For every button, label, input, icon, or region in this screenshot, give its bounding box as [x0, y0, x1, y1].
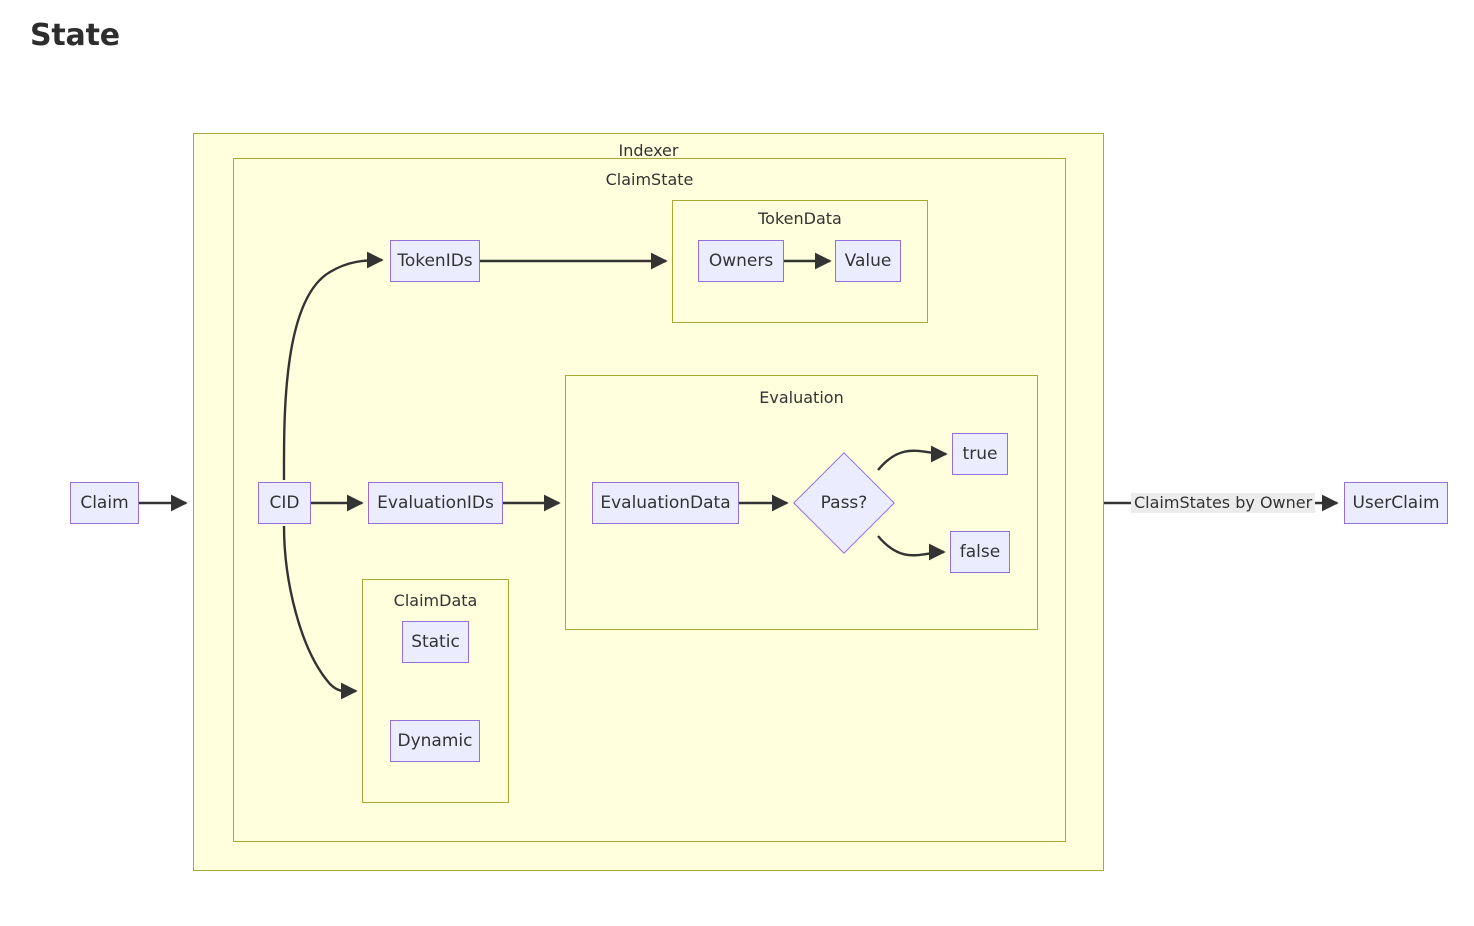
node-static[interactable]: Static [402, 621, 469, 663]
edge-cid-to-claimdata [282, 525, 358, 700]
node-true[interactable]: true [952, 433, 1008, 475]
node-pass-decision[interactable]: Pass? [793, 452, 895, 554]
node-tokenids[interactable]: TokenIDs [390, 240, 480, 282]
cluster-label-indexer: Indexer [618, 141, 679, 160]
node-evaluationdata[interactable]: EvaluationData [592, 482, 739, 524]
node-owners[interactable]: Owners [698, 240, 784, 282]
cluster-label-tokendata: TokenData [758, 209, 842, 228]
edge-pass-to-true [877, 445, 948, 471]
edge-label-claimstates-by-owner: ClaimStates by Owner [1131, 493, 1316, 513]
node-pass-label: Pass? [820, 492, 868, 513]
cluster-claimdata [362, 579, 509, 803]
edge-pass-to-false [877, 535, 946, 561]
node-dynamic[interactable]: Dynamic [390, 720, 480, 762]
edge-cid-to-tokenids [282, 251, 384, 481]
node-evaluationids[interactable]: EvaluationIDs [368, 482, 503, 524]
node-false[interactable]: false [950, 531, 1010, 573]
node-cid[interactable]: CID [258, 482, 311, 524]
node-userclaim[interactable]: UserClaim [1344, 482, 1448, 524]
page-title: State [30, 18, 120, 53]
node-claim[interactable]: Claim [70, 482, 139, 524]
node-value[interactable]: Value [835, 240, 901, 282]
cluster-label-claimdata: ClaimData [393, 591, 478, 610]
cluster-label-evaluation: Evaluation [759, 388, 844, 407]
cluster-label-claimstate: ClaimState [605, 170, 694, 189]
